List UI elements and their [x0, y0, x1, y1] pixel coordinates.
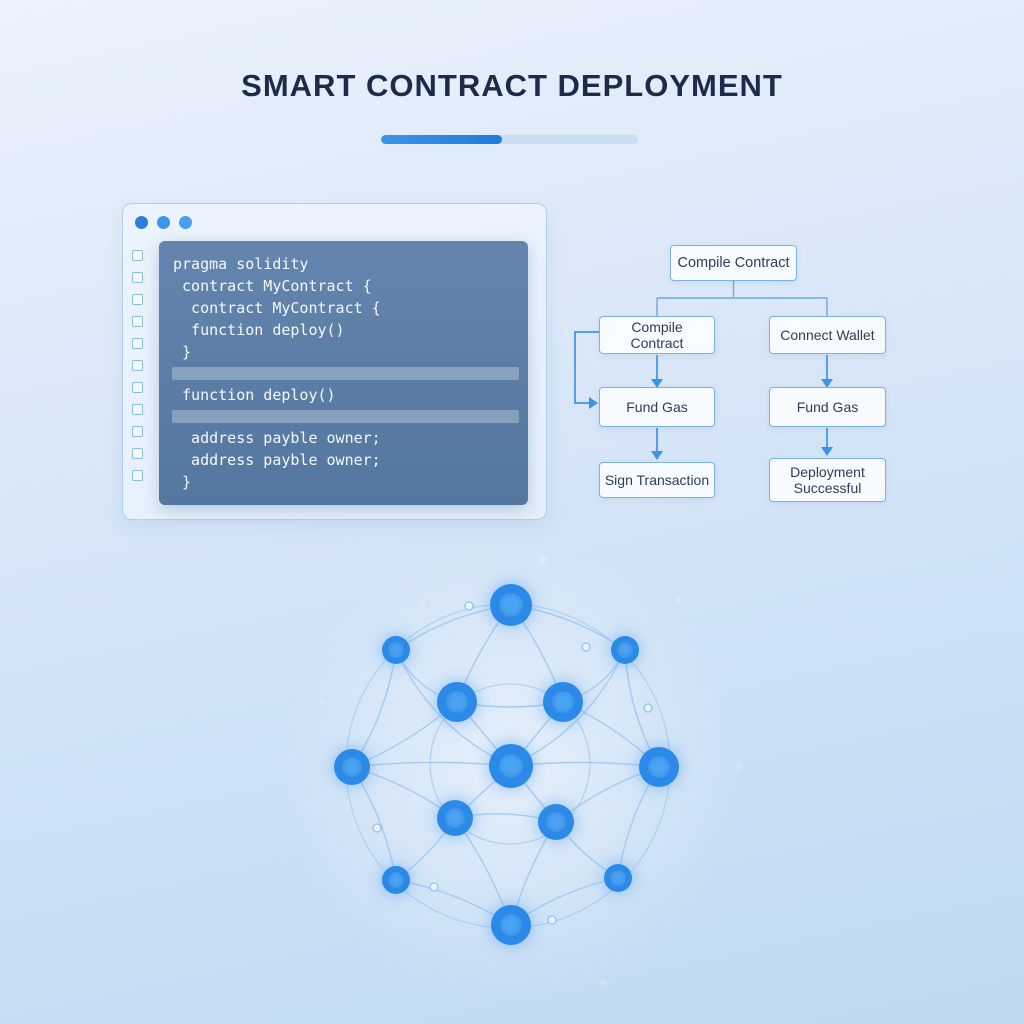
network-node-core [610, 870, 626, 886]
flow-box-fund-gas-right: Fund Gas [769, 387, 886, 427]
progress-fill [381, 135, 502, 144]
progress-bar [381, 135, 638, 144]
code-highlight-line [172, 367, 519, 380]
flow-box-fund-gas-left: Fund Gas [599, 387, 715, 427]
flow-elbow-arrow [574, 331, 599, 404]
network-node [490, 584, 532, 626]
code-highlight-line [172, 410, 519, 423]
network-node [543, 682, 583, 722]
gutter-marker [132, 294, 143, 305]
network-port [372, 823, 382, 833]
code-line: address payble owner; [173, 451, 381, 469]
gutter-marker [132, 338, 143, 349]
flow-box-compile-contract: Compile Contract [599, 316, 715, 354]
code-line: contract MyContract { [173, 277, 372, 295]
network-node [491, 905, 531, 945]
gutter-marker [132, 360, 143, 371]
flow-box-connect-wallet: Connect Wallet [769, 316, 886, 354]
code-editor-window: pragma solidity contract MyContract { co… [122, 203, 547, 520]
bokeh-dot [676, 598, 681, 603]
gutter-marker [132, 448, 143, 459]
network-port [581, 642, 591, 652]
gutter-marker [132, 272, 143, 283]
network-node [611, 636, 639, 664]
network-node-core [499, 913, 523, 937]
arrowhead-icon [589, 397, 598, 409]
network-node [382, 866, 410, 894]
network-node [639, 747, 679, 787]
network-edge [351, 766, 397, 881]
network-node [437, 682, 477, 722]
gutter-marker [132, 426, 143, 437]
editor-gutter [132, 250, 143, 492]
network-node-core [498, 753, 524, 779]
bokeh-dot [420, 600, 424, 604]
code-panel: pragma solidity contract MyContract { co… [159, 241, 528, 505]
gutter-marker [132, 250, 143, 261]
code-line: function deploy() [173, 321, 345, 339]
arrowhead-icon [651, 451, 663, 460]
flow-box-deployment-successful: Deployment Successful [769, 458, 886, 502]
network-edge [351, 761, 512, 768]
code-line: contract MyContract { [173, 299, 381, 317]
network-node [334, 749, 370, 785]
bokeh-dot [600, 980, 605, 985]
network-port [643, 703, 653, 713]
gutter-marker [132, 404, 143, 415]
network-node-core [388, 872, 404, 888]
network-edge [510, 761, 660, 768]
network-port [429, 882, 439, 892]
gutter-marker [132, 316, 143, 327]
code-line: } [173, 343, 192, 361]
arrowhead-icon [821, 447, 833, 456]
network-node-core [445, 690, 469, 714]
network-node-core [545, 811, 567, 833]
window-dot-icon [135, 216, 148, 229]
network-node-core [499, 593, 523, 617]
window-controls [135, 216, 192, 229]
network-node [604, 864, 632, 892]
network-node-core [444, 807, 466, 829]
network-port [464, 601, 474, 611]
window-dot-icon [179, 216, 192, 229]
network-node-core [617, 642, 633, 658]
network-node [437, 800, 473, 836]
gutter-marker [132, 470, 143, 481]
page-title: SMART CONTRACT DEPLOYMENT [241, 68, 783, 103]
network-node-core [341, 756, 363, 778]
code-line: pragma solidity [173, 255, 309, 273]
window-dot-icon [157, 216, 170, 229]
network-node [489, 744, 533, 788]
code-line: function deploy() [173, 386, 336, 404]
code-line: address payble owner; [173, 429, 381, 447]
gutter-marker [132, 382, 143, 393]
network-node [538, 804, 574, 840]
bokeh-dot [736, 764, 741, 769]
bokeh-dot [320, 700, 324, 704]
bokeh-dot [540, 556, 546, 562]
network-node-core [647, 755, 671, 779]
network-port [547, 915, 557, 925]
code-line: } [173, 473, 192, 491]
flow-box-compile-contract-top: Compile Contract [670, 245, 797, 281]
network-node-core [388, 642, 404, 658]
network-node-core [551, 690, 575, 714]
network-node [382, 636, 410, 664]
flow-box-sign-transaction: Sign Transaction [599, 462, 715, 498]
